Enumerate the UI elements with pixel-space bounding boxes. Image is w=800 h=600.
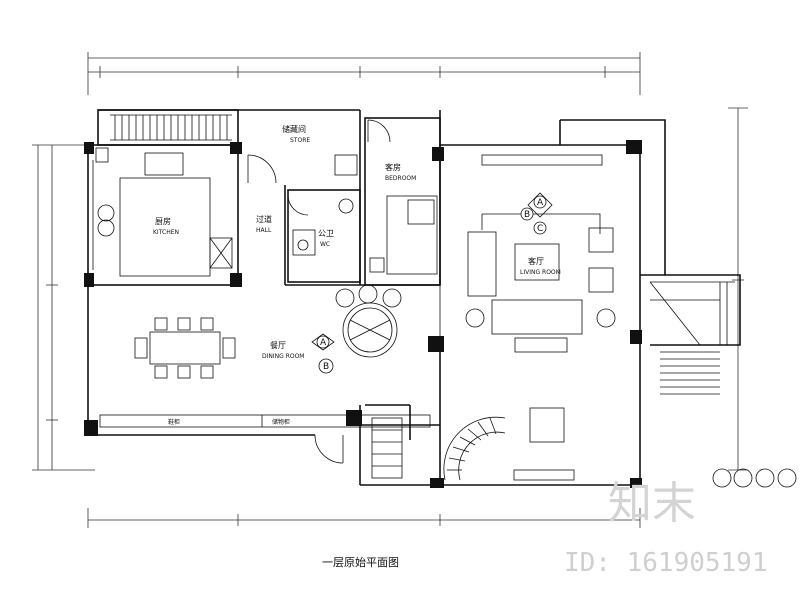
room-label-hall: 过道 bbox=[256, 214, 272, 224]
kitchen-fixtures bbox=[92, 147, 233, 277]
room-sub-bath: WC bbox=[320, 241, 330, 248]
room-sub-guest: BEDROOM bbox=[385, 175, 416, 182]
room-label-bath: 公卫 bbox=[318, 229, 334, 238]
door-swings bbox=[247, 119, 441, 464]
spiral-stair bbox=[443, 416, 506, 481]
room-label-storage: 储藏间 bbox=[282, 124, 306, 134]
dining-table-set bbox=[134, 317, 236, 379]
balcony-railing bbox=[110, 114, 232, 141]
bathroom-fixtures bbox=[292, 154, 358, 256]
view-marker-b-living: B bbox=[524, 210, 530, 220]
view-marker-b-dining: B bbox=[323, 362, 329, 372]
view-marker-dining: A B bbox=[311, 333, 335, 374]
cabinet-bar bbox=[99, 414, 431, 428]
dimension-lines bbox=[32, 52, 748, 528]
watermark-logo: 知末 bbox=[608, 478, 696, 529]
room-label-kitchen: 厨房 bbox=[155, 216, 171, 226]
watermark-id: ID: 161905191 bbox=[564, 548, 768, 578]
exterior-stair bbox=[649, 281, 735, 395]
plant-icons bbox=[712, 468, 797, 488]
view-marker-living: A B C bbox=[520, 192, 553, 235]
drawing-title: 一层原始平面图 bbox=[322, 555, 399, 569]
room-sub-dining: DINING ROOM bbox=[262, 353, 304, 360]
room-sub-storage: STORE bbox=[290, 137, 310, 144]
view-marker-c-living: C bbox=[537, 224, 543, 234]
living-room-furniture bbox=[465, 154, 616, 481]
room-label-dining: 餐厅 bbox=[270, 341, 286, 350]
view-marker-a-living: A bbox=[537, 198, 544, 208]
entry-stair bbox=[371, 417, 403, 479]
view-marker-a-dining: A bbox=[320, 338, 327, 348]
round-table bbox=[335, 284, 402, 358]
room-sub-kitchen: KITCHEN bbox=[153, 229, 179, 236]
cabinet-left-label: 鞋柜 bbox=[168, 418, 180, 426]
room-sub-hall: HALL bbox=[256, 227, 272, 234]
cabinet-right-label: 储物柜 bbox=[272, 418, 290, 426]
structural-columns bbox=[84, 140, 642, 488]
guest-room-furniture bbox=[369, 195, 438, 275]
room-label-guest: 客房 bbox=[385, 162, 401, 172]
room-sub-living: LIVING ROOM bbox=[520, 269, 561, 276]
room-label-living: 客厅 bbox=[528, 256, 544, 266]
walls bbox=[87, 109, 741, 486]
